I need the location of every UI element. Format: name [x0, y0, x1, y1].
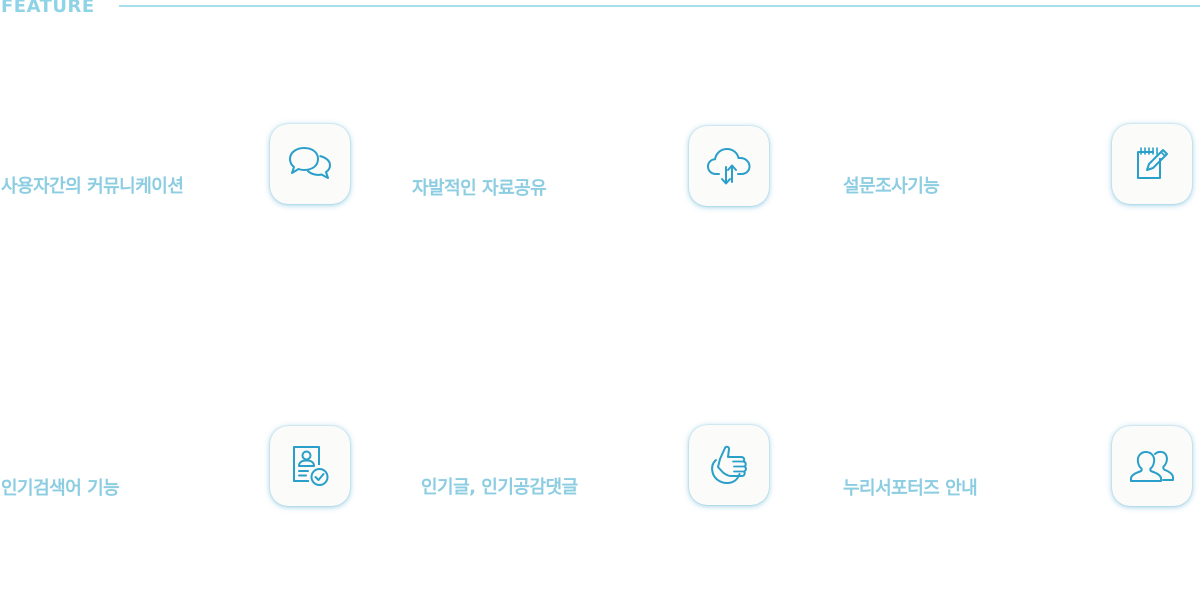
section-title: FEATURE	[1, 0, 95, 17]
chat-bubbles-icon	[289, 147, 331, 179]
notepad-pencil-icon	[1137, 147, 1168, 179]
cloud-sync-icon	[707, 148, 751, 185]
users-icon	[1130, 450, 1174, 482]
feature-label-survey: 설문조사기능	[843, 176, 940, 197]
feature-button-data-sharing[interactable]	[689, 126, 769, 206]
feature-label-popular-search: 인기검색어 기능	[1, 478, 120, 499]
title-divider	[119, 5, 1200, 7]
feature-button-supporters[interactable]	[1112, 426, 1192, 506]
feature-button-popular-posts[interactable]	[689, 425, 769, 505]
document-check-icon	[293, 446, 329, 486]
feature-button-survey[interactable]	[1112, 124, 1192, 204]
feature-label-data-sharing: 자발적인 자료공유	[412, 178, 547, 199]
feature-label-communication: 사용자간의 커뮤니케이션	[1, 176, 184, 197]
feature-button-popular-search[interactable]	[270, 426, 350, 506]
feature-button-communication[interactable]	[270, 124, 350, 204]
thumbs-up-icon	[711, 445, 747, 485]
feature-label-supporters: 누리서포터즈 안내	[843, 478, 978, 499]
feature-label-popular-posts: 인기글, 인기공감댓글	[421, 477, 578, 498]
